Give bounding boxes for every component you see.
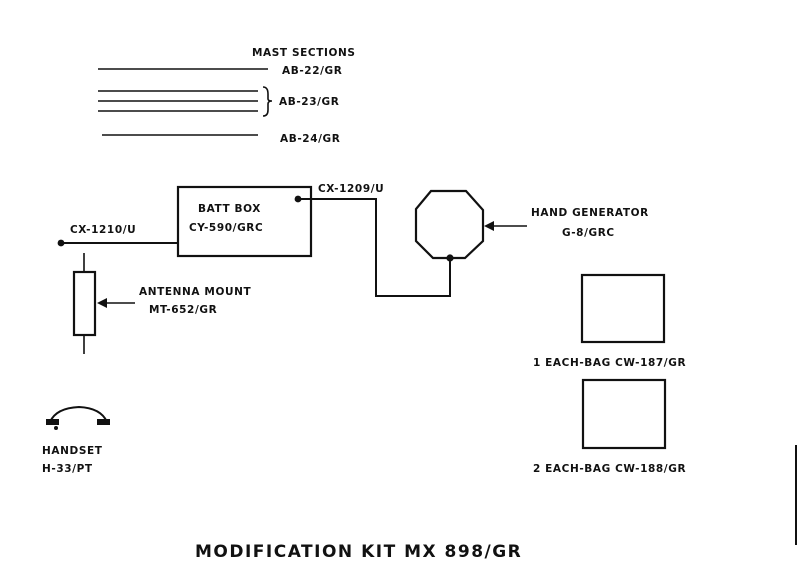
antenna-mount <box>72 270 97 337</box>
antenna-mount-arrowhead <box>97 298 107 308</box>
hand-generator-terminal <box>446 254 454 262</box>
mast-section-ab23-brace <box>262 86 273 117</box>
handset-group: HANDSET H-33/PT <box>42 405 110 475</box>
bag-cw188-label: 2 EACH-BAG CW-188/GR <box>533 463 686 475</box>
handset-mouthpiece <box>97 419 110 425</box>
cable-cx1209-label: CX-1209/U <box>318 183 384 195</box>
mast-section-ab23-label: AB-23/GR <box>279 96 339 108</box>
antenna-mount-group: ANTENNA MOUNT MT-652/GR <box>72 253 251 354</box>
handset-label: HANDSET <box>42 445 103 457</box>
handset-cord-dot <box>54 426 58 430</box>
antenna-mount-label: ANTENNA MOUNT <box>139 286 251 298</box>
bags-group: 1 EACH-BAG CW-187/GR 2 EACH-BAG CW-188/G… <box>533 273 686 475</box>
hand-generator <box>414 189 485 260</box>
batt-box-label: BATT BOX <box>198 203 261 215</box>
handset-model: H-33/PT <box>42 463 93 475</box>
bag-cw187 <box>580 273 666 344</box>
bag-cw188 <box>581 378 667 450</box>
cable-cx1210-terminal <box>57 239 65 247</box>
mast-section-ab24-label: AB-24/GR <box>280 133 340 145</box>
cable-cx1210-label: CX-1210/U <box>70 224 136 236</box>
batt-box-group: BATT BOX CY-590/GRC <box>176 185 313 258</box>
antenna-mount-model: MT-652/GR <box>149 304 217 316</box>
batt-box-model: CY-590/GRC <box>189 222 263 234</box>
handset-icon <box>49 405 108 423</box>
bag-cw187-label: 1 EACH-BAG CW-187/GR <box>533 357 686 369</box>
hand-generator-model: G-8/GRC <box>562 227 615 239</box>
diagram-title: MODIFICATION KIT MX 898/GR <box>195 542 522 562</box>
mast-section-ab22-label: AB-22/GR <box>282 65 342 77</box>
mast-sections-header: MAST SECTIONS <box>252 47 356 59</box>
hand-generator-label: HAND GENERATOR <box>531 207 649 219</box>
mast-sections-group: MAST SECTIONS AB-22/GR AB-23/GR AB-24/GR <box>98 47 356 145</box>
hand-generator-group: HAND GENERATOR G-8/GRC <box>414 189 649 262</box>
cable-cx1209 <box>298 198 451 297</box>
cable-cx1210-group: CX-1210/U <box>57 224 178 247</box>
handset-earpiece <box>46 419 59 425</box>
hand-generator-arrowhead <box>484 221 494 231</box>
cable-cx1209-group: CX-1209/U <box>298 183 451 297</box>
batt-box <box>176 185 313 258</box>
